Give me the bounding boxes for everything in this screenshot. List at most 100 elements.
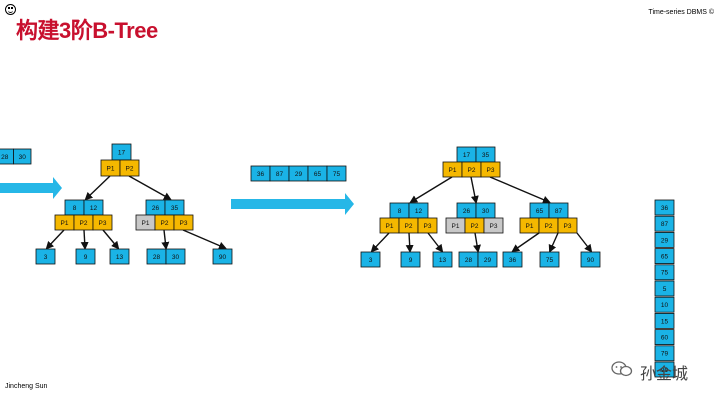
tree1-leaf-2-key-label: 13 <box>116 254 124 261</box>
tree2-leaf-2-key-cell <box>432 251 453 268</box>
tree2-internal-0-keys: 8 12 <box>389 202 429 219</box>
insert-keys-node-key-cell <box>326 165 347 182</box>
tree1-root-pointers-ptr-cell <box>119 159 140 177</box>
key-stack-item-cell <box>654 280 675 297</box>
tree2-root-pointers-ptr-cell <box>480 161 501 178</box>
tree2-leaf-3-key-cell <box>477 251 498 268</box>
tree2-root-pointers-ptr-label: P3 <box>487 167 495 174</box>
left-partial-node-key-label: 28 <box>1 154 9 161</box>
smiley-icon <box>5 4 16 15</box>
tree1-leaf-0: 3 <box>35 248 56 265</box>
tree-edge <box>489 176 551 204</box>
tree2-root-keys-key-label: 35 <box>482 152 490 159</box>
tree2-internal-2-pointers-ptr-label: P1 <box>526 223 534 230</box>
tree-edge <box>128 175 172 200</box>
tree2-leaf-0-key-cell <box>360 251 381 268</box>
insert-keys-node-key-label: 75 <box>333 171 341 178</box>
tree2-internal-1-pointers-ptr-label: P3 <box>490 223 498 230</box>
tree-edge <box>84 175 111 201</box>
flow-arrows <box>0 177 354 215</box>
tree-edge <box>576 232 593 253</box>
tree2-internal-0-pointers-ptr-cell <box>417 217 438 234</box>
tree2-internal-1-keys-key-label: 30 <box>482 208 490 215</box>
tree2-leaf-5-key-label: 75 <box>546 257 554 264</box>
key-stack-item-cell <box>654 329 675 346</box>
wechat-icon <box>611 360 633 378</box>
tree2-root-pointers-ptr-label: P2 <box>468 167 476 174</box>
tree1-leaf-3-key-cell <box>165 248 186 265</box>
insert-keys-node-key-label: 65 <box>314 171 322 178</box>
tree1-leaf-3-key-label: 28 <box>153 254 161 261</box>
tree2-internal-0-keys-key-label: 8 <box>398 208 402 215</box>
tree-edges <box>45 175 593 253</box>
tree2-leaf-1-key-label: 9 <box>409 257 413 264</box>
tree1-internal-1-pointers-ptr-label: P2 <box>161 220 169 227</box>
watermark: 孙金城 <box>640 366 689 383</box>
key-stack-item-label: 79 <box>661 351 669 358</box>
tree2-leaf-6-key-label: 90 <box>587 257 595 264</box>
tree1-internal-1-keys-key-label: 26 <box>152 205 160 212</box>
tree1-internal-1-pointers-ptr-label: P3 <box>180 220 188 227</box>
insert-keys-node-key-label: 29 <box>295 171 303 178</box>
slide-title: 构建3阶B-Tree <box>16 18 158 43</box>
tree-edge <box>427 232 444 253</box>
tree2-internal-2-pointers-ptr-cell <box>557 217 578 234</box>
tree1-leaf-0-key-label: 3 <box>44 254 48 261</box>
tree2-internal-2-keys-key-label: 65 <box>536 208 544 215</box>
tree2-internal-2-pointers-ptr-label: P2 <box>545 223 553 230</box>
tree2-leaf-4: 36 <box>502 251 523 268</box>
key-stack-item-label: 5 <box>663 286 667 293</box>
tree2-internal-0-pointers-ptr-label: P1 <box>386 223 394 230</box>
tree2-internal-0-keys-key-label: 12 <box>415 208 423 215</box>
key-stack-item-label: 65 <box>661 254 669 261</box>
tree2-internal-1-keys-key-label: 26 <box>463 208 471 215</box>
tree-edge <box>182 229 227 250</box>
tree2-leaf-3-key-label: 28 <box>465 257 473 264</box>
tree-edge <box>102 229 120 250</box>
key-stack-item-label: 29 <box>661 237 669 244</box>
key-stack-item-cell <box>654 312 675 329</box>
tree2-leaf-4-key-label: 36 <box>509 257 517 264</box>
tree2-leaf-2: 13 <box>432 251 453 268</box>
tree2-leaf-2-key-label: 13 <box>439 257 447 264</box>
tree1-leaf-1-key-cell <box>75 248 96 265</box>
tree1-internal-1-pointers-ptr-label: P1 <box>142 220 150 227</box>
tree-edge <box>470 176 479 204</box>
tree1-leaf-2: 13 <box>109 248 130 265</box>
author-label: Jincheng Sun <box>5 383 48 390</box>
tree-edge <box>409 176 453 204</box>
tree2-root-keys-key-label: 17 <box>463 152 471 159</box>
key-stack-item-label: 36 <box>661 205 669 212</box>
key-stack-item-label: 10 <box>661 302 669 309</box>
tree-edge <box>45 229 65 250</box>
tree1-internal-1-keys: 26 35 <box>145 199 185 216</box>
tree1-internal-1-keys-key-label: 35 <box>171 205 179 212</box>
tree1-internal-0-pointers-ptr-label: P3 <box>99 220 107 227</box>
tree-edge <box>511 232 540 253</box>
key-stack-item-label: 75 <box>661 270 669 277</box>
tree2-internal-1-pointers-ptr-label: P1 <box>452 223 460 230</box>
tree1-leaf-1-key-label: 9 <box>84 254 88 261</box>
key-stack-item-label: 87 <box>661 221 669 228</box>
flow-arrow <box>231 193 354 215</box>
key-stack-item-cell <box>654 361 675 378</box>
tree1-leaf-0-key-cell <box>35 248 56 265</box>
tree-edge <box>548 232 559 253</box>
tree2-internal-0-pointers-ptr-label: P2 <box>405 223 413 230</box>
tree2-internal-1-pointers-ptr-label: P2 <box>471 223 479 230</box>
key-stack-item-cell <box>654 264 675 281</box>
tree2-leaf-0: 3 <box>360 251 381 268</box>
